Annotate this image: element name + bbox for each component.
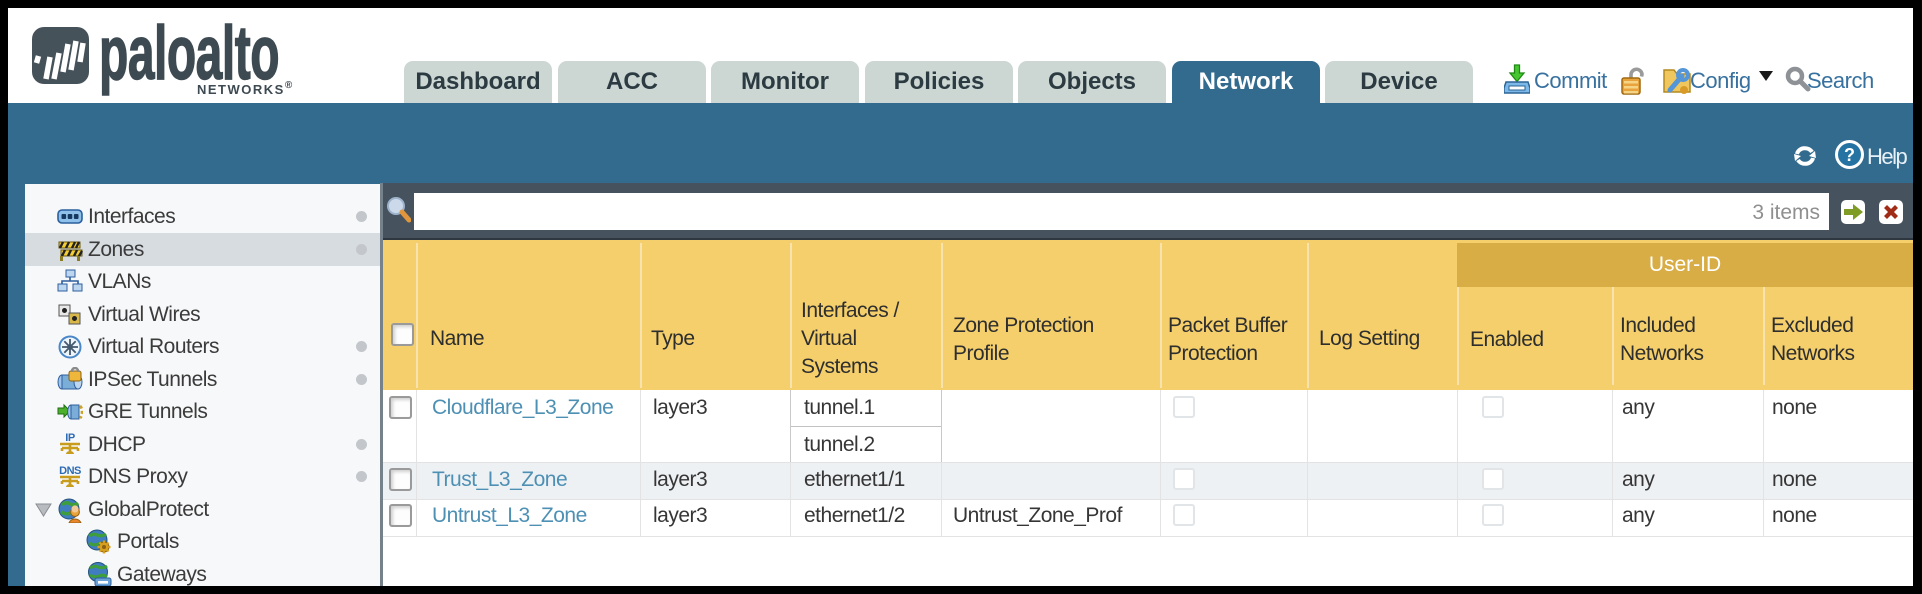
svg-text:IP: IP (65, 432, 75, 444)
svg-text:DNS: DNS (59, 465, 81, 477)
svg-text:?: ? (1844, 145, 1855, 165)
